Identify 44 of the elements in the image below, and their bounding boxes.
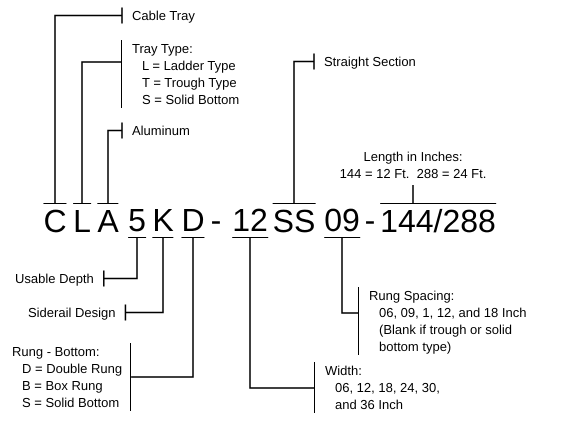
- note-heading: Length in Inches:: [362, 148, 464, 165]
- note-text: B = Box Rung: [21, 377, 104, 394]
- code-segment: C: [43, 203, 67, 238]
- note-text: D = Double Rung: [21, 360, 122, 377]
- leader-line: [103, 238, 138, 288]
- leader-line: [412, 185, 414, 203]
- bracket-note: [12, 343, 132, 411]
- note-text: 06, 09, 1, 12, and 18 Inch: [378, 304, 528, 321]
- leader-line: [81, 61, 121, 203]
- note-heading: Rung - Bottom:: [12, 343, 100, 360]
- separator-dash: -: [210, 203, 222, 237]
- code-segment: K: [152, 203, 174, 238]
- bracket-note: [121, 40, 240, 108]
- note-heading: Tray Type:: [132, 40, 194, 57]
- code-segment: A: [97, 203, 119, 238]
- leader-line: [54, 6, 123, 203]
- note-text: 06, 12, 18, 24, 30, and 36 Inch: [334, 379, 441, 413]
- note-text: S = Solid Bottom: [141, 91, 240, 108]
- code-segment: 12: [232, 203, 268, 238]
- field-label: Cable Tray: [132, 7, 195, 24]
- code-segment: 144/288: [380, 203, 496, 238]
- leader-line: [341, 238, 358, 314]
- note-text: S = Solid Bottom: [21, 394, 120, 411]
- note-text: 144 = 12 Ft. 288 = 24 Ft.: [338, 165, 488, 182]
- note-heading: Rung Spacing:: [369, 287, 456, 304]
- code-segment: L: [73, 203, 91, 238]
- field-label: Straight Section: [324, 53, 416, 70]
- leader-line: [107, 122, 123, 203]
- leader-line: [124, 238, 164, 322]
- field-label: Usable Depth: [15, 270, 94, 287]
- leader-line: [249, 238, 314, 389]
- leader-line: [131, 238, 194, 378]
- note-text: T = Trough Type: [141, 74, 238, 91]
- note-text: L = Ladder Type: [141, 57, 237, 74]
- code-segment: D: [181, 203, 205, 238]
- leader-line: [293, 52, 315, 203]
- code-segment: SS: [272, 203, 316, 238]
- note-heading: Width:: [325, 362, 363, 379]
- field-label: Siderail Design: [28, 304, 116, 321]
- code-segment: 09: [324, 203, 360, 238]
- code-segment: 5: [128, 203, 146, 238]
- field-label: Aluminum: [132, 122, 190, 139]
- separator-dash: -: [364, 203, 376, 237]
- note-text: (Blank if trough or solid bottom type): [378, 321, 513, 355]
